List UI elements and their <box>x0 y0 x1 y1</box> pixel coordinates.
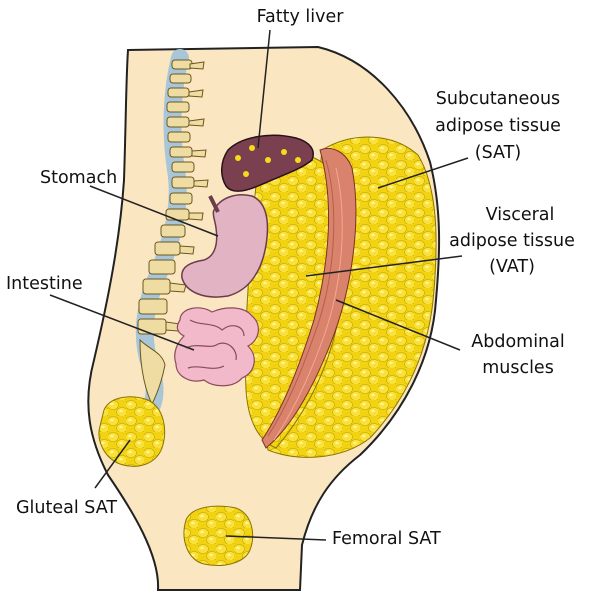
label-intestine: Intestine <box>6 274 83 294</box>
label-vat-line2: adipose tissue <box>449 231 575 251</box>
label-muscles-line2: muscles <box>482 358 554 378</box>
femoral-sat <box>184 506 253 565</box>
label-sat-line1: Subcutaneous <box>436 89 560 109</box>
label-fatty-liver: Fatty liver <box>257 7 345 27</box>
label-vat-line1: Visceral <box>486 205 555 225</box>
gluteal-sat <box>99 397 165 466</box>
label-vat-line3: (VAT) <box>489 257 535 277</box>
label-femoral-sat: Femoral SAT <box>332 529 441 549</box>
label-sat-line3: (SAT) <box>475 143 521 163</box>
label-sat-line2: adipose tissue <box>435 116 561 136</box>
label-gluteal-sat: Gluteal SAT <box>16 498 117 518</box>
label-muscles-line1: Abdominal <box>471 332 564 352</box>
label-stomach: Stomach <box>40 168 117 188</box>
